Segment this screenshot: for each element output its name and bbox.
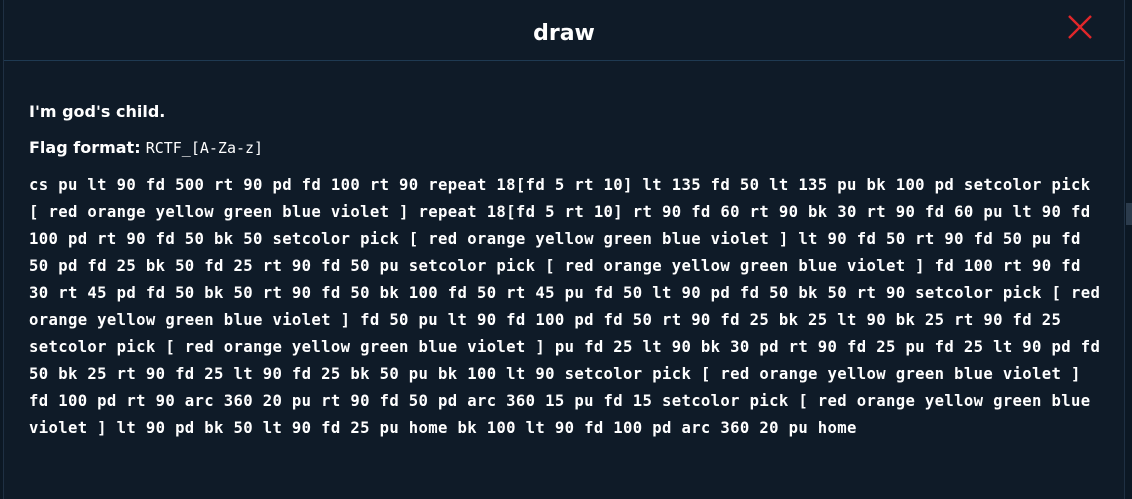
flag-format-value: RCTF_[A-Za-z] <box>145 139 264 157</box>
modal-title: draw <box>533 21 595 46</box>
logo-code-block: cs pu lt 90 fd 500 rt 90 pd fd 100 rt 90… <box>29 176 1101 437</box>
flag-format: Flag format: RCTF_[A-Za-z] <box>29 137 1104 159</box>
challenge-description: I'm god's child. <box>29 102 166 121</box>
modal-header: draw <box>4 0 1124 61</box>
modal-body: I'm god's child. Flag format: RCTF_[A-Za… <box>29 61 1104 442</box>
close-button[interactable] <box>1064 12 1096 44</box>
background-edge <box>1126 203 1132 225</box>
close-x-icon <box>1068 15 1092 39</box>
challenge-modal: draw I'm god's child. Flag format: RCTF_… <box>3 0 1125 499</box>
flag-format-label: Flag format: <box>29 138 141 157</box>
